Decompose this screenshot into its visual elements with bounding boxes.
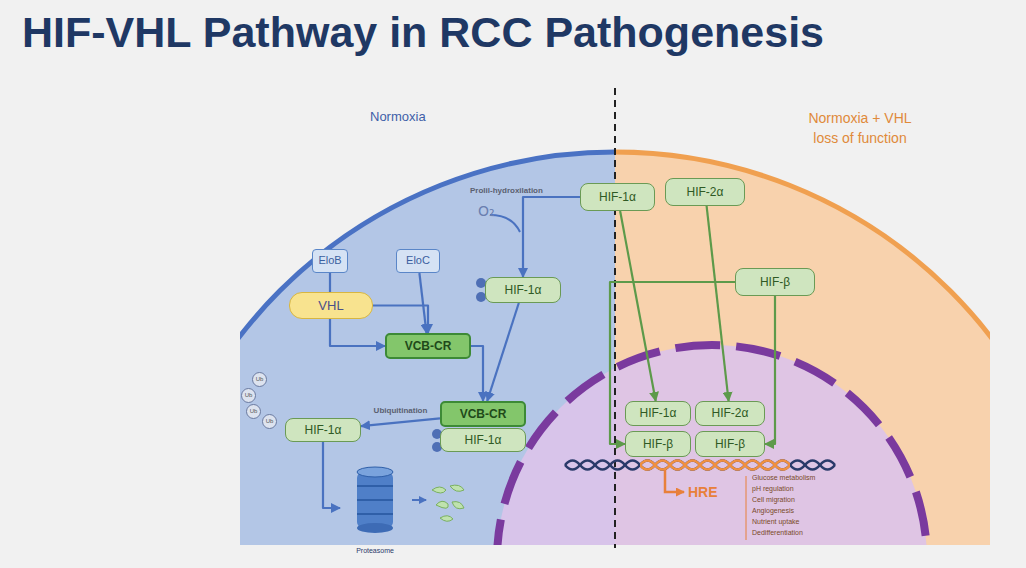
region-label: Normoxia + VHL loss of function (800, 108, 920, 148)
dna-helix (640, 461, 790, 470)
node-text: VHL (318, 299, 343, 313)
node-text: VCB-CR (460, 408, 507, 421)
molecule-label: O₂ (478, 203, 508, 219)
node-text: Ub (245, 392, 253, 398)
cytoplasm-vhl-loss (615, 152, 990, 545)
cytoplasm-normoxia (240, 152, 615, 545)
node-text: Ub (266, 418, 274, 424)
connector-arrow (523, 197, 580, 277)
protein-box: HIF-β (735, 268, 815, 296)
dna-helix (565, 461, 835, 470)
node-text: HIF-2α (687, 186, 724, 199)
proteasome-symbol (357, 523, 393, 533)
degradation-arrow (412, 499, 426, 501)
proteasome-symbol (357, 472, 393, 528)
peptide-fragments (432, 487, 446, 493)
dna-helix (640, 461, 790, 470)
proteasome-symbol (357, 499, 393, 501)
proteasome-symbol (340, 462, 410, 536)
elongin-box: EloC (396, 249, 440, 273)
edge-label: Ubiquitination (361, 406, 441, 415)
node-text: HIF-1α (305, 424, 342, 437)
node-text: HIF-1α (505, 284, 542, 297)
target-gene-item: Nutrient uptake (752, 518, 842, 525)
node-text: VCB-CR (405, 340, 452, 353)
connector-arrow (620, 211, 656, 401)
elongin-box: EloB (312, 249, 348, 273)
protein-box: HIF-β (625, 431, 691, 457)
target-gene-item: Glucose metabolism (752, 474, 842, 481)
connector-arrow (373, 306, 428, 334)
nucleus (497, 345, 927, 545)
ubiquitin-circle: Ub (262, 414, 277, 429)
peptide-fragments (452, 502, 464, 509)
node-text: HIF-1α (465, 434, 502, 447)
element-label: HRE (688, 484, 738, 500)
node-text: Proteasome (356, 547, 394, 554)
slide-title: HIF-VHL Pathway in RCC Pathogenesis (22, 8, 824, 57)
proteasome-symbol (357, 467, 393, 477)
nucleus (497, 345, 927, 545)
complex-box: VCB-CR (440, 401, 526, 427)
ubiquitin-circle: Ub (246, 404, 261, 419)
connector-arrow (487, 303, 519, 401)
dna-helix (565, 461, 835, 470)
connector-arrow (707, 206, 729, 401)
protein-box: HIF-1α (625, 401, 691, 426)
proteasome-node: Proteasome (340, 462, 410, 554)
connector-arrow (323, 442, 340, 508)
dna-helix (640, 461, 790, 470)
hre-arrow (665, 470, 684, 492)
cytoplasm-vhl-loss (615, 152, 990, 545)
ubiquitin-circle: Ub (241, 388, 256, 403)
connector-arrow (765, 296, 775, 444)
node-text: HIF-1α (599, 191, 636, 204)
connector-arrow (471, 346, 483, 401)
node-text: HIF-2α (712, 407, 749, 420)
protein-box: HIF-β (695, 431, 765, 457)
protein-box: HIF-1α (440, 428, 526, 452)
protein-box: HIF-1α (285, 418, 361, 442)
node-text: EloC (406, 255, 430, 267)
vhl-pill: VHL (289, 292, 373, 319)
target-gene-item: pH regulation (752, 485, 842, 492)
protein-box: HIF-1α (485, 277, 561, 303)
proteasome-symbol (357, 485, 393, 487)
peptide-fragments (432, 485, 464, 521)
connector-arrow (419, 273, 426, 333)
node-text: Ub (250, 408, 258, 414)
bracket (746, 476, 747, 540)
target-gene-item: Angiogenesis (752, 507, 842, 514)
dna-helix (565, 461, 835, 470)
peptide-fragments (436, 501, 448, 508)
peptide-fragments (450, 485, 464, 491)
node-text: Ub (256, 376, 264, 382)
ubiquitin-circle: Ub (252, 372, 267, 387)
target-gene-item: Cell migration (752, 496, 842, 503)
node-text: HIF-β (643, 438, 673, 451)
node-text: HIF-1α (640, 407, 677, 420)
protein-box: HIF-1α (580, 183, 655, 211)
region-label: Normoxia (370, 109, 460, 124)
divider-line (614, 88, 616, 548)
node-text: EloB (318, 255, 341, 267)
protein-box: HIF-2α (695, 401, 765, 426)
node-text: HIF-β (715, 438, 745, 451)
target-gene-item: Dedifferentiation (752, 529, 842, 536)
connector-arrow (361, 418, 440, 426)
protein-box: HIF-2α (665, 178, 745, 206)
node-text: HIF-β (760, 276, 790, 289)
complex-box: VCB-CR (385, 333, 471, 359)
proteasome-symbol (357, 513, 393, 515)
peptide-fragments (440, 516, 453, 522)
process-label: Prolil-hydroxilation (470, 186, 560, 195)
cytoplasm-normoxia (240, 152, 615, 545)
